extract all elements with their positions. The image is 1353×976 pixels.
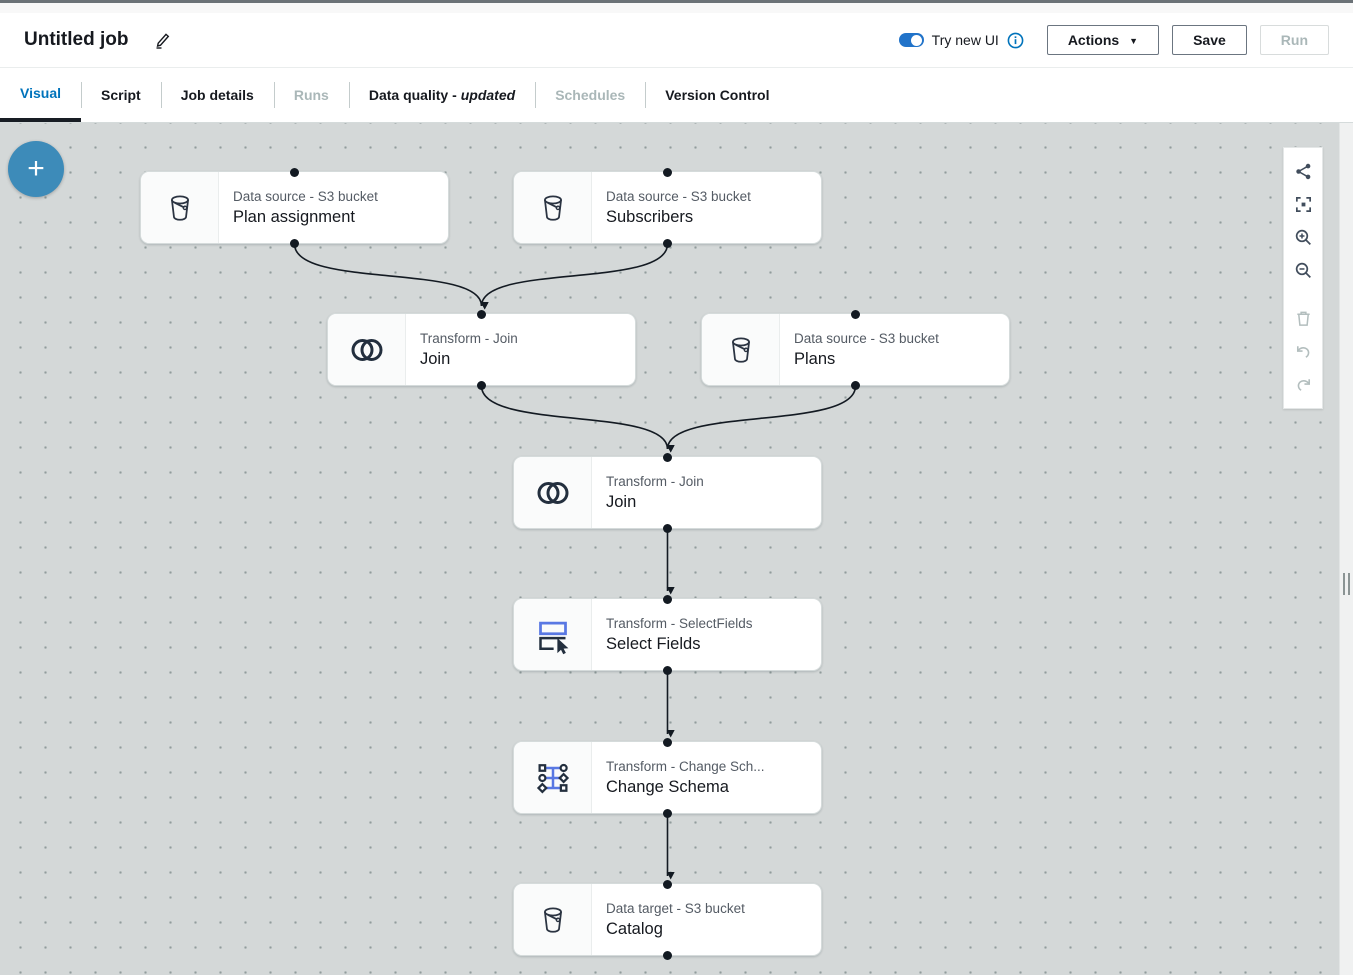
tab-visual-label: Visual bbox=[20, 85, 61, 101]
input-port[interactable] bbox=[663, 594, 672, 604]
output-port[interactable] bbox=[851, 380, 860, 390]
fit-view-icon[interactable] bbox=[1285, 188, 1321, 221]
canvas-toolbar bbox=[1283, 147, 1323, 409]
node-type-label: Transform - Join bbox=[420, 330, 518, 346]
node-data-source-plans[interactable]: Data source - S3 bucket Plans bbox=[701, 309, 1010, 390]
node-type-label: Data source - S3 bucket bbox=[606, 188, 751, 204]
node-type-label: Transform - SelectFields bbox=[606, 615, 753, 631]
tab-script-label: Script bbox=[101, 87, 141, 103]
tab-visual[interactable]: Visual bbox=[0, 68, 81, 122]
node-data-source-plan-assignment[interactable]: Data source - S3 bucket Plan assignment bbox=[140, 167, 449, 248]
node-name-label: Catalog bbox=[606, 919, 663, 938]
page-top-strip bbox=[0, 3, 1353, 13]
change-schema-icon bbox=[514, 742, 592, 813]
toggle-track[interactable] bbox=[898, 33, 924, 47]
tab-version-control[interactable]: Version Control bbox=[645, 68, 789, 122]
tab-schedules-label: Schedules bbox=[555, 87, 626, 103]
join-icon bbox=[328, 314, 406, 385]
s3-bucket-icon bbox=[141, 172, 219, 243]
plus-icon: + bbox=[27, 152, 45, 185]
node-data-source-subscribers[interactable]: Data source - S3 bucket Subscribers bbox=[513, 167, 822, 248]
node-data-target-catalog[interactable]: Data target - S3 bucket Catalog bbox=[513, 879, 822, 960]
output-port[interactable] bbox=[663, 808, 672, 818]
save-button[interactable]: Save bbox=[1172, 25, 1247, 55]
input-port[interactable] bbox=[663, 737, 672, 747]
redo-icon[interactable] bbox=[1285, 368, 1321, 401]
add-node-button[interactable]: + bbox=[8, 141, 64, 197]
node-type-label: Transform - Change Sch... bbox=[606, 758, 765, 774]
save-button-label: Save bbox=[1193, 32, 1226, 48]
input-port[interactable] bbox=[663, 167, 672, 177]
node-type-label: Transform - Join bbox=[606, 473, 704, 489]
actions-button-label: Actions bbox=[1067, 32, 1120, 48]
tab-data-quality-label: Data quality - bbox=[368, 87, 457, 103]
toggle-label: Try new UI bbox=[931, 32, 999, 48]
job-header: Untitled job Try new UI Actions ▼ Save R… bbox=[0, 13, 1353, 68]
zoom-out-icon[interactable] bbox=[1285, 254, 1321, 287]
info-icon[interactable] bbox=[1007, 32, 1024, 49]
zoom-in-icon[interactable] bbox=[1285, 221, 1321, 254]
node-name-label: Change Schema bbox=[606, 777, 729, 796]
node-type-label: Data source - S3 bucket bbox=[233, 188, 378, 204]
output-port[interactable] bbox=[663, 665, 672, 675]
chevron-down-icon: ▼ bbox=[1129, 36, 1139, 46]
toggle-knob bbox=[911, 34, 923, 46]
node-name-label: Subscribers bbox=[606, 207, 694, 226]
output-port[interactable] bbox=[663, 523, 672, 533]
actions-button[interactable]: Actions ▼ bbox=[1046, 25, 1160, 55]
tab-data-quality-updated-badge: updated bbox=[460, 87, 516, 103]
node-transform-select-fields[interactable]: Transform - SelectFields Select Fields bbox=[513, 594, 822, 675]
input-port[interactable] bbox=[290, 167, 299, 177]
node-name-label: Plan assignment bbox=[233, 207, 355, 226]
output-port[interactable] bbox=[663, 950, 672, 960]
tab-data-quality[interactable]: Data quality - updated bbox=[348, 68, 535, 122]
select-fields-icon bbox=[514, 599, 592, 670]
tab-script[interactable]: Script bbox=[81, 68, 161, 122]
s3-bucket-icon bbox=[514, 884, 592, 955]
input-port[interactable] bbox=[663, 879, 672, 889]
page-title: Untitled job bbox=[24, 29, 129, 50]
layout-graph-icon[interactable] bbox=[1285, 155, 1321, 188]
node-name-label: Select Fields bbox=[606, 634, 701, 653]
tab-job-details-label: Job details bbox=[180, 87, 254, 103]
join-icon bbox=[514, 457, 592, 528]
tab-runs[interactable]: Runs bbox=[273, 68, 349, 122]
tab-schedules[interactable]: Schedules bbox=[535, 68, 645, 122]
try-new-ui-toggle[interactable]: Try new UI bbox=[898, 32, 1024, 49]
output-port[interactable] bbox=[290, 238, 299, 248]
output-port[interactable] bbox=[477, 380, 486, 390]
tab-version-control-label: Version Control bbox=[665, 87, 770, 103]
node-type-label: Data source - S3 bucket bbox=[794, 330, 939, 346]
tab-runs-label: Runs bbox=[293, 87, 329, 103]
trash-icon[interactable] bbox=[1285, 302, 1321, 335]
right-panel-strip bbox=[1339, 123, 1353, 975]
node-name-label: Join bbox=[420, 349, 451, 368]
input-port[interactable] bbox=[477, 309, 486, 319]
browser-top-strip bbox=[0, 0, 1353, 3]
run-button-label: Run bbox=[1280, 32, 1308, 48]
s3-bucket-icon bbox=[702, 314, 780, 385]
s3-bucket-icon bbox=[514, 172, 592, 243]
edit-title-icon[interactable] bbox=[154, 32, 171, 49]
input-port[interactable] bbox=[851, 309, 860, 319]
output-port[interactable] bbox=[663, 238, 672, 248]
panel-resize-handle[interactable] bbox=[1343, 573, 1350, 595]
node-name-label: Plans bbox=[794, 349, 836, 368]
input-port[interactable] bbox=[663, 452, 672, 462]
edges-layer bbox=[293, 243, 857, 880]
node-type-label: Data target - S3 bucket bbox=[606, 900, 745, 916]
node-transform-join-1[interactable]: Transform - Join Join bbox=[327, 309, 636, 390]
job-tabbar: Visual Script Job details Runs Data qual… bbox=[0, 68, 1353, 123]
undo-icon[interactable] bbox=[1285, 335, 1321, 368]
node-name-label: Join bbox=[606, 492, 637, 511]
dag-canvas[interactable]: + Data source - S3 bucket Plan assignmen… bbox=[0, 123, 1353, 975]
tab-job-details[interactable]: Job details bbox=[160, 68, 274, 122]
run-button[interactable]: Run bbox=[1259, 25, 1329, 55]
node-transform-change-schema[interactable]: Transform - Change Sch... Change Schema bbox=[513, 737, 822, 818]
node-transform-join-2[interactable]: Transform - Join Join bbox=[513, 452, 822, 533]
